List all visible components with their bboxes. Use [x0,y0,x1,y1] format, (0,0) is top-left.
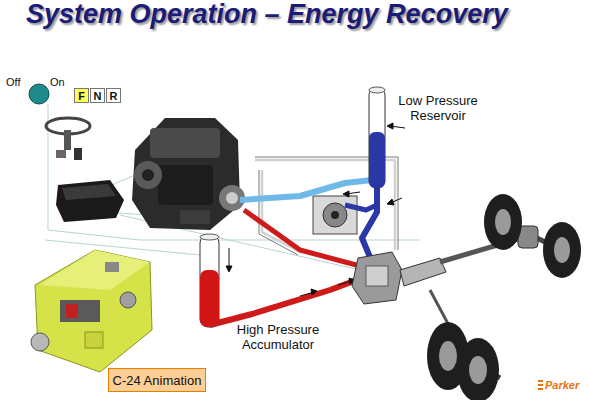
slide-title: System Operation – Energy Recovery [26,0,508,30]
wire [48,104,420,240]
gear-selector-box: F [74,88,89,103]
accumulator-cylinder [200,234,219,327]
low-pressure-hose [240,180,372,200]
part-label: High Pressure Accumulator [226,322,330,352]
node-text: F [78,90,85,102]
controller-box [56,180,124,222]
key-switch [29,84,49,104]
oil-cooler [313,196,357,234]
switch-label: Off [6,75,36,89]
wire [45,240,200,255]
node-text: R [110,90,118,102]
logo-text: Parker [545,378,589,392]
wheels [427,194,581,400]
node-text: N [94,90,102,102]
engine [132,118,245,230]
low-pressure-hose [345,205,377,210]
high-pressure-hose [244,210,360,266]
gear-selector-box: N [90,88,105,103]
steering-wheel [46,118,90,160]
high-pressure-hose [210,278,362,325]
switch-label: On [50,75,74,89]
flow-arrows [226,123,405,296]
part-label: Low Pressure Reservoir [390,93,486,123]
node-text: C-24 Animation [113,373,202,388]
logo-stripes [538,380,543,390]
low-pressure-hose [362,185,377,262]
gear-selector-box: R [106,88,121,103]
control-wires [45,104,420,270]
animation-button: C-24 Animation [108,368,206,392]
pump-photo [31,250,152,372]
reservoir-cylinder [369,87,385,188]
